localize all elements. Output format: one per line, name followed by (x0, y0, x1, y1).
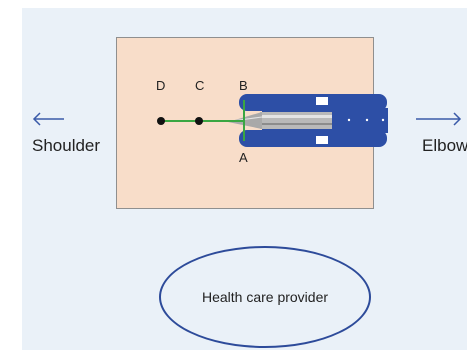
point-b-label: B (239, 78, 249, 93)
arrow-left-icon (32, 112, 64, 126)
provider-ellipse: Health care provider (159, 246, 371, 348)
point-c-label: C (195, 78, 205, 93)
arrow-right-icon (416, 112, 462, 126)
point-d-dot (157, 117, 165, 125)
provider-label: Health care provider (201, 289, 329, 305)
elbow-label: Elbow (422, 136, 467, 155)
shoulder-label: Shoulder (32, 136, 101, 155)
point-c-dot (195, 117, 203, 125)
point-a-label: A (239, 150, 249, 165)
injector-device (239, 94, 388, 147)
point-d-label: D (156, 78, 166, 93)
